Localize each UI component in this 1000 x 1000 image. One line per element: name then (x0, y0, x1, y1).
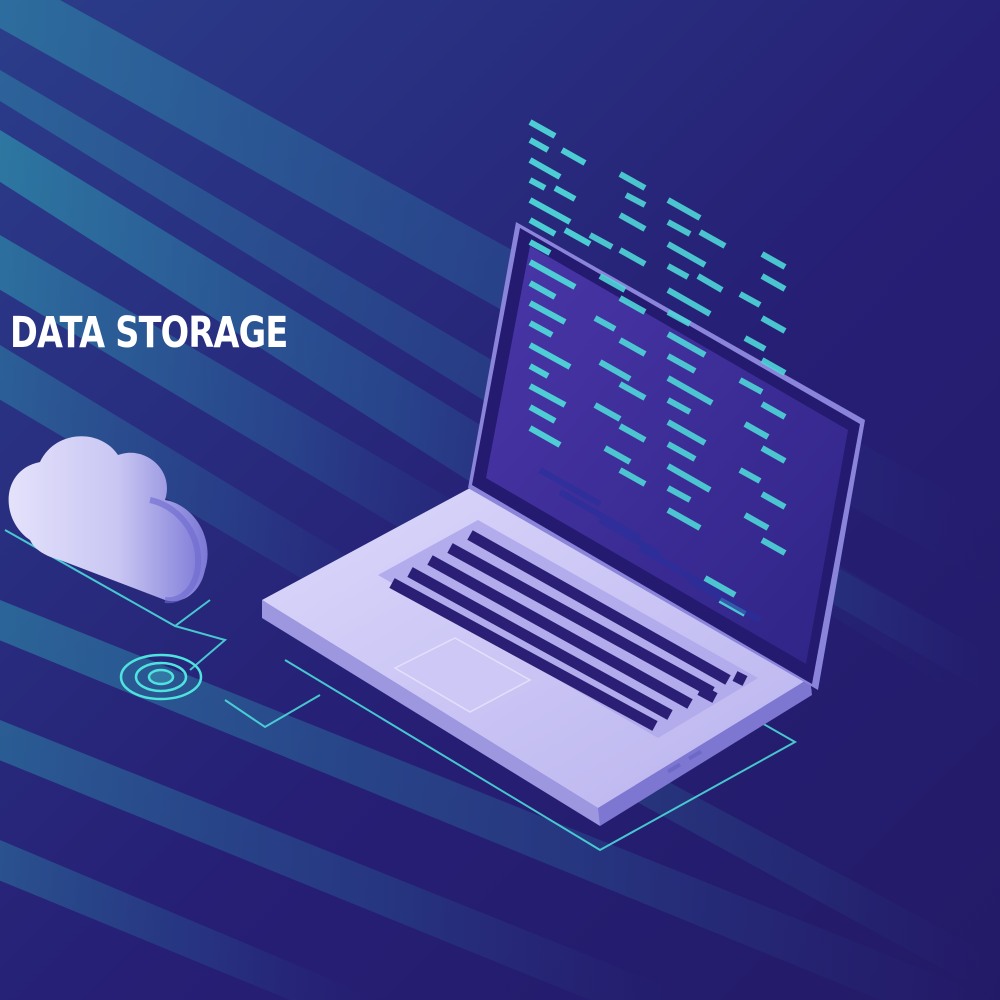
cloud-icon (8, 436, 208, 604)
data-columns (528, 119, 787, 623)
target-icon (119, 653, 203, 701)
laptop-icon (262, 222, 865, 826)
circuit-lines (4, 529, 798, 852)
keyboard-keys (389, 530, 748, 731)
page-title: DATA STORAGE (10, 308, 288, 358)
